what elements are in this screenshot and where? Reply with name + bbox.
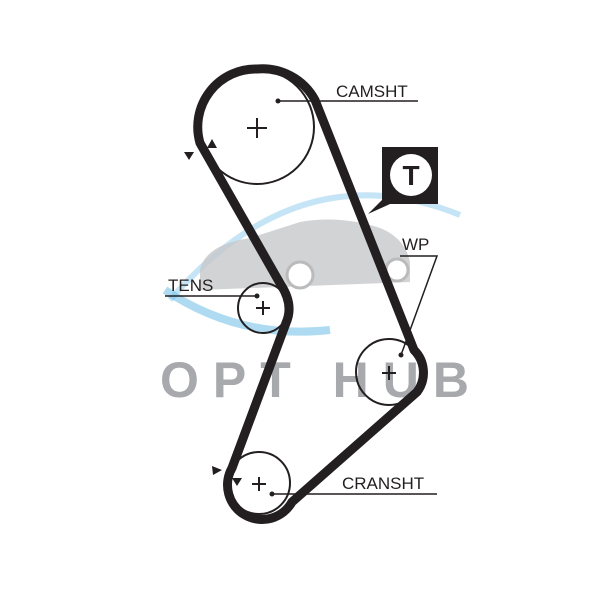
tensioner-center-icon [256,301,270,315]
tensioner-label: TENS [168,276,213,295]
center-marks [247,118,396,491]
timing-mark-icon [212,466,222,475]
car-wheel-icon [285,260,315,290]
camshaft-center-icon [247,118,267,138]
crankshaft-leader-dot [269,491,275,497]
timing-mark-icon [207,139,217,148]
badge-letter: T [402,160,419,191]
camshaft-label: CAMSHT [336,82,408,101]
timing-belt [193,64,428,524]
watermark: OPT HUB [160,192,483,408]
water-pump-leader-line [400,255,439,356]
timing-mark-icon [232,478,242,486]
water-pump-leader-dot [398,352,404,358]
water-pump-center-icon [382,366,396,380]
crankshaft-label: CRANSHT [342,474,424,493]
water-pump-label: WP [402,235,429,254]
timing-mark-icon [184,152,194,160]
crankshaft-center-icon [252,477,266,491]
car-logo-icon [200,219,410,290]
tensioner-leader-dot [254,293,260,299]
watermark-text: OPT HUB [160,352,483,408]
tensioner-badge-icon: T [368,147,438,214]
camshaft-leader-dot [275,98,281,104]
